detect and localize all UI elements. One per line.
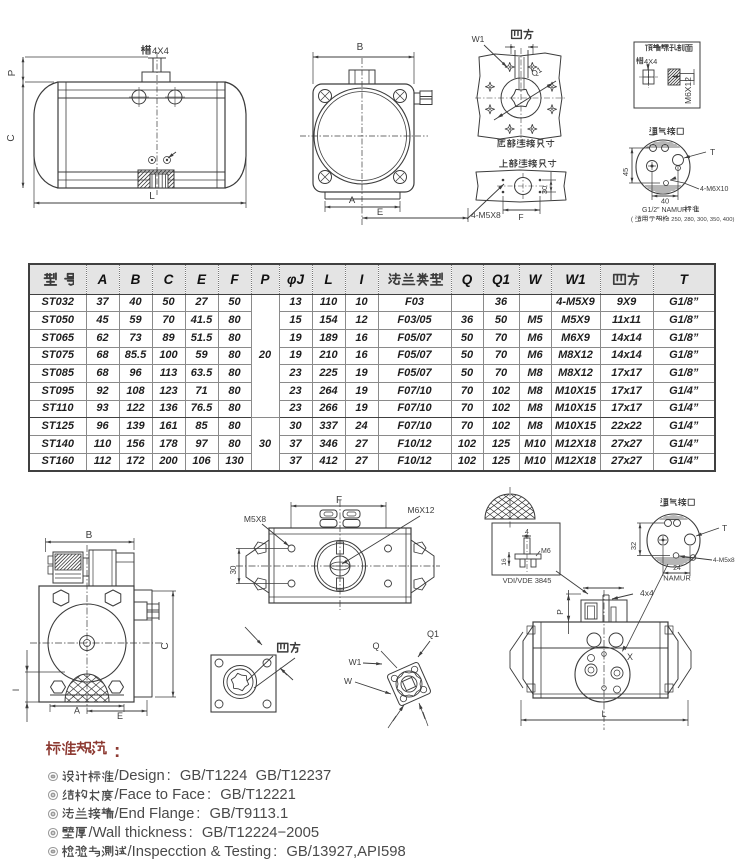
svg-text:G1/2” NAMUR: G1/2” NAMUR: [642, 207, 687, 214]
svg-text:F: F: [336, 495, 342, 506]
svg-text:B: B: [357, 42, 364, 53]
svg-text:C: C: [6, 134, 17, 141]
svg-text:I: I: [11, 689, 21, 692]
svg-text:32: 32: [629, 542, 638, 550]
svg-text:P: P: [555, 609, 565, 615]
svg-text:F: F: [518, 212, 523, 222]
svg-text:A: A: [74, 706, 80, 716]
svg-text:W: W: [344, 676, 352, 686]
svg-text:(: (: [631, 216, 634, 223]
svg-text:4X4: 4X4: [152, 46, 169, 57]
svg-text:C: C: [160, 642, 171, 649]
svg-text:T: T: [710, 147, 715, 157]
svg-text:40: 40: [661, 197, 669, 206]
svg-text:4: 4: [525, 529, 529, 536]
svg-text:L: L: [149, 191, 155, 202]
svg-text:NAMUR: NAMUR: [663, 574, 691, 583]
svg-text:W1: W1: [472, 34, 485, 44]
svg-text:16: 16: [501, 558, 508, 566]
svg-text:4-M5X8: 4-M5X8: [471, 210, 501, 220]
svg-text:: 250, 280, 300, 350, 400): : 250, 280, 300, 350, 400): [668, 217, 734, 223]
svg-text:A: A: [349, 195, 356, 206]
svg-text:P: P: [7, 69, 18, 76]
svg-text:E: E: [377, 207, 383, 218]
svg-text:45: 45: [621, 168, 630, 176]
svg-text:T: T: [722, 523, 727, 533]
svg-text:M5X8: M5X8: [244, 514, 266, 524]
svg-text:X: X: [627, 652, 633, 662]
svg-text:Q1: Q1: [427, 629, 439, 639]
svg-text:4-M5x8: 4-M5x8: [713, 557, 735, 564]
svg-text:L: L: [601, 709, 606, 719]
svg-text:Q: Q: [372, 641, 379, 651]
svg-text:4-M6X10: 4-M6X10: [700, 186, 729, 193]
svg-text:M6X12: M6X12: [683, 77, 693, 104]
svg-text:W1: W1: [349, 657, 362, 667]
svg-text:4x4: 4x4: [640, 588, 654, 598]
svg-text:VDI/VDE 3845: VDI/VDE 3845: [503, 576, 552, 585]
svg-text:4X4: 4X4: [644, 57, 657, 66]
svg-text:E: E: [117, 711, 123, 721]
svg-text:B: B: [86, 530, 93, 541]
svg-text:24: 24: [673, 565, 681, 572]
svg-text:30: 30: [229, 565, 238, 574]
svg-text:M6: M6: [541, 548, 551, 555]
svg-text:M6X12: M6X12: [408, 505, 435, 515]
svg-text:30: 30: [540, 186, 549, 194]
